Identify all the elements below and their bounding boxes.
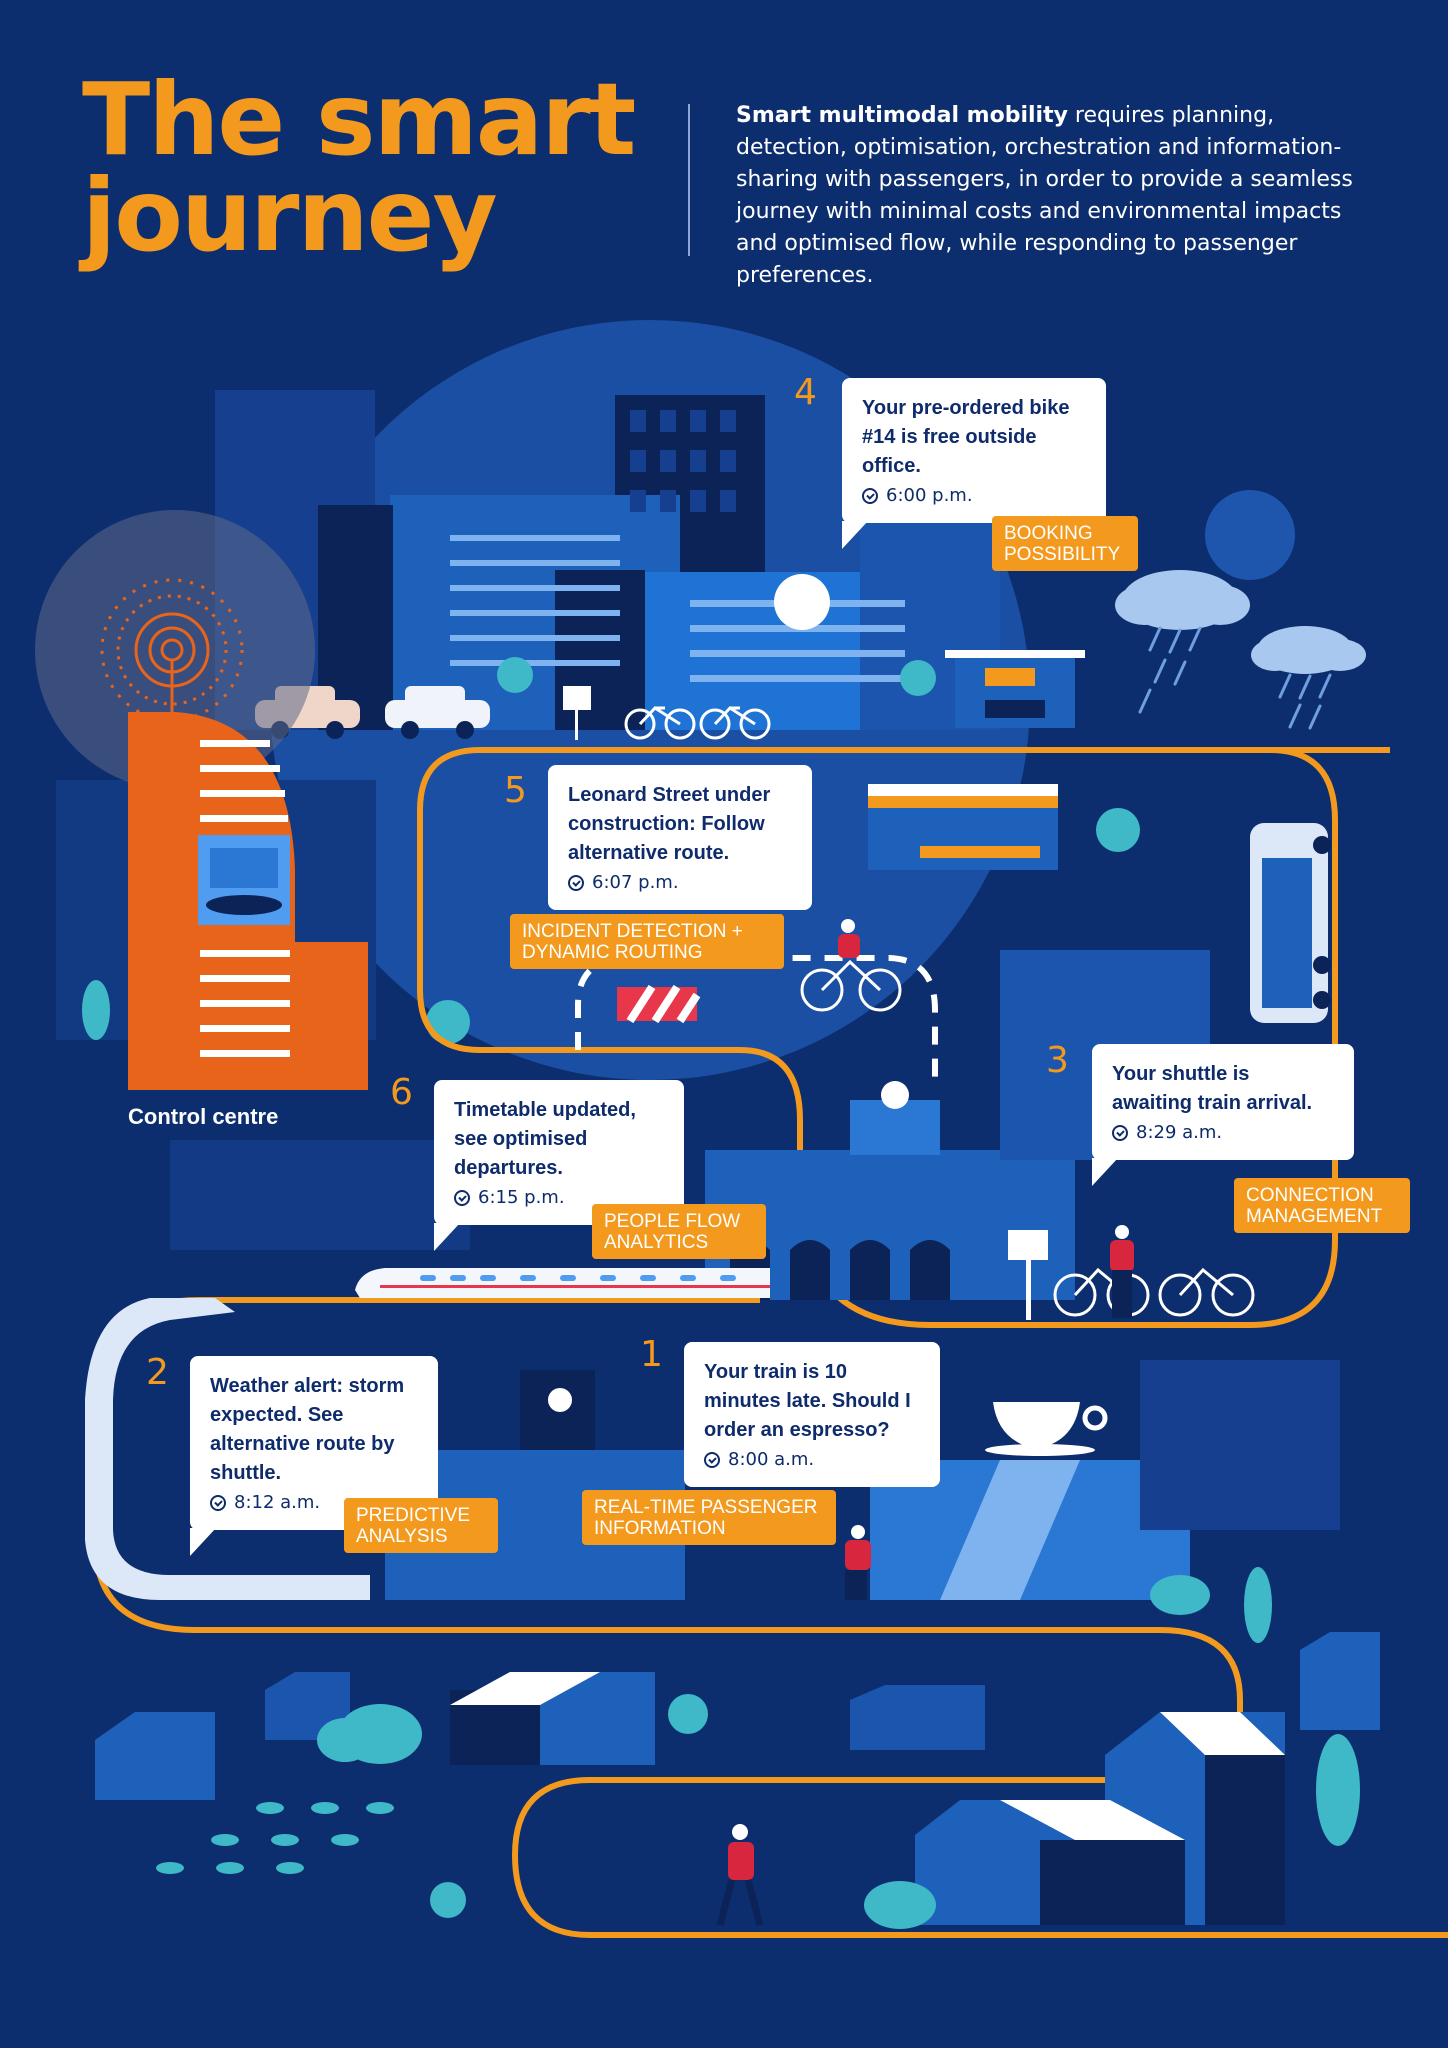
clock-icon (568, 875, 584, 891)
tower-windows (630, 410, 736, 512)
clock-icon (454, 1190, 470, 1206)
tag-incident-detection: INCIDENT DETECTION + DYNAMIC ROUTING (510, 914, 784, 969)
train-icon (85, 1268, 770, 1600)
intro-rest: requires planning, detection, optimisati… (736, 103, 1353, 288)
title-line-2: journey (82, 157, 498, 274)
bubble-time: 8:29 a.m. (1112, 1120, 1334, 1146)
tag-booking-possibility: BOOKING POSSIBILITY (992, 516, 1138, 571)
bubble-time: 6:15 p.m. (454, 1185, 664, 1211)
step-number-2: 2 (146, 1352, 169, 1393)
fields (156, 1802, 394, 1874)
bubble-tail (842, 521, 868, 549)
bubble-message: Your pre-ordered bike #14 is free outsid… (862, 397, 1070, 477)
message-bubble-2: Weather alert: storm expected. See alter… (190, 1356, 438, 1556)
step-number-5: 5 (504, 770, 527, 811)
page-title: The smart journey (82, 61, 642, 274)
clock-icon (704, 1452, 720, 1468)
time-text: 8:12 a.m. (234, 1492, 321, 1513)
cloud-rain-icon (1115, 570, 1366, 674)
tag-connection-management: CONNECTION MANAGEMENT (1234, 1178, 1410, 1233)
rain (1138, 626, 1332, 730)
bubble-message: Leonard Street under construction: Follo… (568, 784, 771, 864)
bubble-time: 8:00 a.m. (704, 1447, 920, 1473)
time-text: 8:29 a.m. (1136, 1122, 1223, 1143)
bubble-tail (190, 1528, 216, 1556)
message-bubble-6: Timetable updated, see optimised departu… (434, 1080, 684, 1251)
message-bubble-1: Your train is 10 minutes late. Should I … (684, 1342, 940, 1487)
message-bubble-3: Your shuttle is awaiting train arrival. … (1092, 1044, 1354, 1186)
time-text: 6:07 p.m. (592, 872, 679, 893)
control-centre-label: Control centre (128, 1104, 279, 1129)
intro-text: Smart multimodal mobility requires plann… (736, 100, 1356, 292)
intro-bold: Smart multimodal mobility (736, 103, 1068, 128)
bubble-time: 8:12 a.m. (210, 1490, 418, 1516)
step-number-6: 6 (390, 1072, 413, 1113)
passengers (716, 919, 1134, 1926)
village (95, 1575, 1380, 1929)
bike-sign-icon (563, 686, 1048, 1320)
bubble-message: Your shuttle is awaiting train arrival. (1112, 1063, 1313, 1114)
message-bubble-4: Your pre-ordered bike #14 is free outsid… (842, 378, 1106, 549)
time-text: 6:00 p.m. (886, 485, 973, 506)
clock-icon (1112, 1125, 1128, 1141)
bubble-message: Weather alert: storm expected. See alter… (210, 1375, 405, 1484)
bubble-message: Your train is 10 minutes late. Should I … (704, 1361, 911, 1441)
bubble-tail (1092, 1158, 1118, 1186)
step-number-1: 1 (640, 1334, 663, 1375)
shop (868, 784, 1058, 870)
moon-circle (1205, 490, 1295, 580)
bubble-time: 6:07 p.m. (568, 870, 792, 896)
cycle-path (575, 955, 938, 1080)
sun (774, 574, 830, 630)
tag-real-time-passenger-information: REAL-TIME PASSENGER INFORMATION (582, 1490, 836, 1545)
step-number-3: 3 (1046, 1040, 1069, 1081)
bubble-message: Timetable updated, see optimised departu… (454, 1099, 636, 1179)
coffee-cup-icon (985, 1402, 1108, 1456)
clock-icon (210, 1495, 226, 1511)
bubble-time: 6:00 p.m. (862, 483, 1086, 509)
tag-people-flow-analytics: PEOPLE FLOW ANALYTICS (592, 1204, 766, 1259)
time-text: 6:15 p.m. (478, 1187, 565, 1208)
bubble-tail (434, 1223, 460, 1251)
clock-icon (862, 488, 878, 504)
title-line-1: The smart (82, 61, 636, 178)
step-number-4: 4 (794, 372, 817, 413)
message-bubble-5: Leonard Street under construction: Follo… (548, 765, 812, 910)
control-centre-building (128, 712, 368, 1090)
shuttle-bus (1250, 823, 1331, 1023)
bus-stop (945, 650, 1085, 728)
signal-halo (35, 510, 315, 790)
header-divider (688, 104, 690, 256)
tag-predictive-analysis: PREDICTIVE ANALYSIS (344, 1498, 498, 1553)
time-text: 8:00 a.m. (728, 1449, 815, 1470)
bicycle-icon (624, 706, 1255, 1317)
